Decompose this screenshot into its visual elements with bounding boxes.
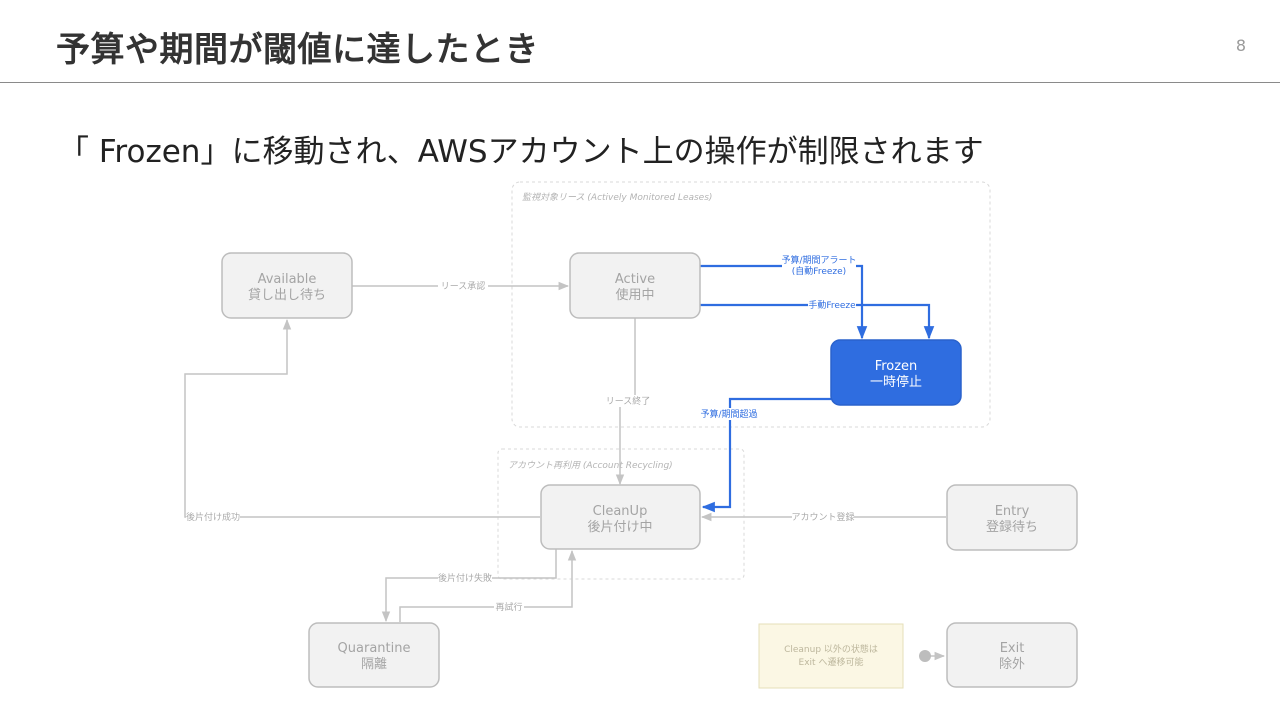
group-recycling-label: アカウント再利用 (Account Recycling) <box>508 460 673 471</box>
label-cleanup-failure: 後片付け失敗 <box>438 572 492 584</box>
node-available-name: Available <box>258 272 317 287</box>
node-frozen-name: Frozen <box>875 359 918 374</box>
node-entry: Entry 登録待ち <box>946 484 1078 551</box>
note-line-1: Cleanup 以外の状態は <box>784 643 878 655</box>
node-cleanup: CleanUp 後片付け中 <box>540 484 701 550</box>
edge-cleanup-success <box>184 318 540 518</box>
node-exit: Exit 除外 <box>946 622 1078 688</box>
title-divider <box>0 82 1280 83</box>
label-lease-approval: リース承認 <box>441 280 486 292</box>
edge-manual-freeze <box>700 303 935 340</box>
label-lease-end: リース終了 <box>606 395 651 407</box>
label-budget-exceeded: 予算/期間超過 <box>700 408 757 420</box>
slide-subtitle: 「 Frozen」に移動され、AWSアカウント上の操作が制限されます <box>58 134 984 170</box>
edge-cleanup-failure <box>381 549 557 623</box>
node-exit-name: Exit <box>1000 641 1025 656</box>
node-active-label: 使用中 <box>615 287 654 303</box>
node-entry-name: Entry <box>995 504 1030 519</box>
label-budget-alert: 予算/期間アラート <box>781 254 856 266</box>
edge-labels: リース承認 予算/期間アラート (自動Freeze) 手動Freeze リース終… <box>186 254 857 613</box>
label-manual-freeze: 手動Freeze <box>808 299 856 311</box>
node-exit-label: 除外 <box>999 657 1025 672</box>
edges-blue <box>700 264 935 513</box>
label-auto-freeze: (自動Freeze) <box>792 265 846 277</box>
node-available: Available 貸し出し待ち <box>221 252 353 319</box>
node-active-name: Active <box>615 272 655 287</box>
node-entry-label: 登録待ち <box>986 520 1038 535</box>
node-available-label: 貸し出し待ち <box>248 287 326 303</box>
edge-retry <box>399 549 577 622</box>
node-active: Active 使用中 <box>569 252 701 319</box>
group-monitored-leases: 監視対象リース (Actively Monitored Leases) <box>511 181 991 428</box>
label-cleanup-success: 後片付け成功 <box>186 511 240 523</box>
node-quarantine-name: Quarantine <box>338 641 411 656</box>
note-line-2: Exit へ遷移可能 <box>799 656 864 668</box>
node-quarantine-label: 隔離 <box>361 657 387 672</box>
note-exit-transition: Cleanup 以外の状態は Exit へ遷移可能 <box>758 623 904 689</box>
edge-lease-end <box>615 404 635 486</box>
node-cleanup-name: CleanUp <box>593 504 648 519</box>
edge-budget-exceeded <box>701 397 831 513</box>
node-cleanup-label: 後片付け中 <box>587 520 652 535</box>
label-account-registration: アカウント登録 <box>791 511 854 523</box>
label-retry: 再試行 <box>495 601 522 613</box>
slide-title: 予算や期間が閾値に達したとき <box>56 30 539 70</box>
node-frozen-label: 一時停止 <box>870 374 922 390</box>
group-account-recycling: アカウント再利用 (Account Recycling) <box>497 448 745 580</box>
edge-auto-freeze <box>700 264 868 340</box>
group-monitored-label: 監視対象リース (Actively Monitored Leases) <box>522 192 712 203</box>
exit-start-dot <box>919 650 931 662</box>
node-frozen: Frozen 一時停止 <box>830 339 962 406</box>
edges-grey <box>184 281 946 662</box>
page-number: 8 <box>1235 36 1246 55</box>
node-quarantine: Quarantine 隔離 <box>308 622 440 688</box>
